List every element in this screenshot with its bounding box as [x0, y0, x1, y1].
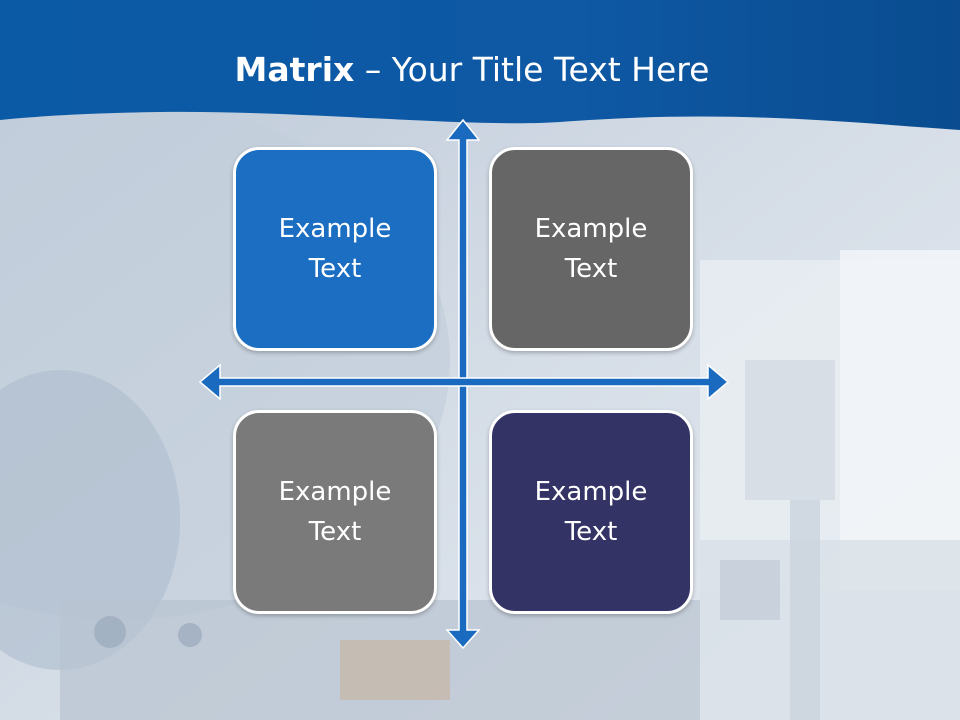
matrix-box-bottom-left: Example Text — [233, 410, 437, 614]
slide-title: Matrix – Your Title Text Here — [0, 48, 944, 92]
box-text-bottom-right: Example Text — [534, 477, 648, 547]
box-text-top-left: Example Text — [278, 214, 392, 284]
matrix-box-bottom-right: Example Text — [489, 410, 693, 614]
box-text-top-right: Example Text — [534, 214, 648, 284]
matrix-box-top-left: Example Text — [233, 147, 437, 351]
matrix-box-top-right: Example Text — [489, 147, 693, 351]
title-rest: – Your Title Text Here — [354, 50, 710, 89]
box-text-bottom-left: Example Text — [278, 477, 392, 547]
title-bold: Matrix — [234, 50, 355, 89]
horizontal-axis-arrow — [198, 363, 730, 401]
